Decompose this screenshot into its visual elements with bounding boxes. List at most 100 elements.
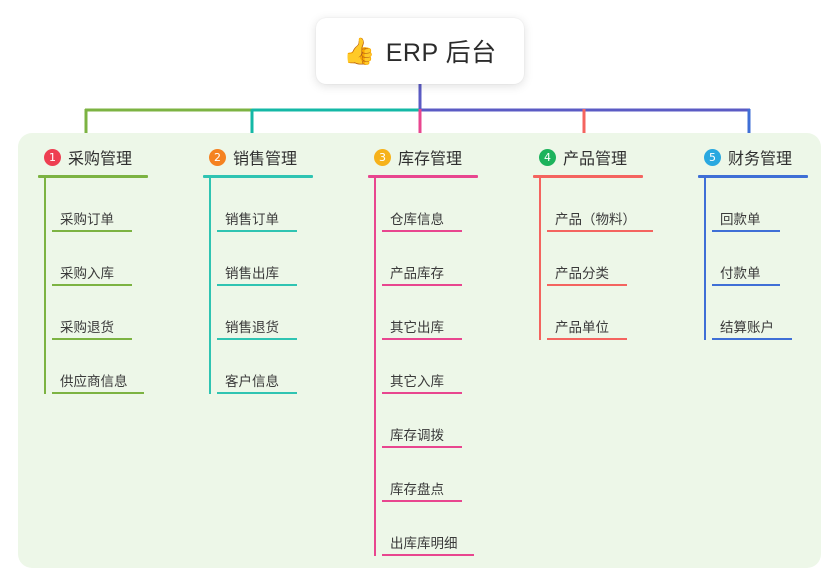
- module-item-rule: [547, 338, 627, 340]
- module-items: 仓库信息产品库存其它出库其它入库库存调拨库存盘点出库库明细: [368, 178, 520, 556]
- module-item[interactable]: 销售出库: [217, 232, 355, 286]
- module-spine: [704, 178, 706, 340]
- module-item[interactable]: 仓库信息: [382, 178, 520, 232]
- modules-panel: [18, 133, 821, 568]
- module-item-rule: [382, 446, 462, 448]
- module-item-rule: [217, 392, 297, 394]
- module-title: 销售管理: [233, 151, 298, 168]
- module-item[interactable]: 采购退货: [52, 286, 190, 340]
- module-item[interactable]: 其它入库: [382, 340, 520, 394]
- module-title: 产品管理: [563, 151, 628, 168]
- module-number-badge: 5: [704, 148, 721, 166]
- module-item-label: 销售出库: [225, 266, 279, 281]
- module-item-rule: [382, 392, 462, 394]
- module-items: 销售订单销售出库销售退货客户信息: [203, 178, 355, 394]
- module-item-label: 出库库明细: [390, 536, 458, 551]
- module-header-5[interactable]: 5 财务管理: [698, 145, 838, 169]
- module-spine: [539, 178, 541, 340]
- module-number-badge: 2: [209, 148, 226, 166]
- module-item[interactable]: 库存盘点: [382, 448, 520, 502]
- module-item[interactable]: 结算账户: [712, 286, 838, 340]
- module-header-2[interactable]: 2 销售管理: [203, 145, 355, 169]
- module-item-rule: [382, 500, 462, 502]
- module-item[interactable]: 产品库存: [382, 232, 520, 286]
- module-column-2: 2 销售管理销售订单销售出库销售退货客户信息: [203, 145, 355, 394]
- module-item[interactable]: 采购订单: [52, 178, 190, 232]
- module-item-rule: [382, 230, 462, 232]
- module-item-label: 销售订单: [225, 212, 279, 227]
- module-item[interactable]: 回款单: [712, 178, 838, 232]
- module-items: 产品（物料） 产品分类产品单位: [533, 178, 685, 340]
- module-item[interactable]: 客户信息: [217, 340, 355, 394]
- module-item-label: 结算账户: [720, 320, 774, 335]
- module-item[interactable]: 采购入库: [52, 232, 190, 286]
- module-header-rule: [203, 175, 313, 178]
- thumbs-up-icon: 👍: [343, 36, 376, 66]
- module-item-label: 其它入库: [390, 374, 444, 389]
- module-item-rule: [217, 338, 297, 340]
- module-item-label: 仓库信息: [390, 212, 444, 227]
- root-label: ERP 后台: [385, 39, 497, 67]
- module-item-label: 回款单: [720, 212, 761, 227]
- module-item[interactable]: 库存调拨: [382, 394, 520, 448]
- module-item-rule: [52, 392, 144, 394]
- module-item-rule: [217, 284, 297, 286]
- module-item-label: 采购退货: [60, 320, 114, 335]
- module-column-4: 4 产品管理产品（物料） 产品分类产品单位: [533, 145, 685, 340]
- module-item-rule: [382, 338, 462, 340]
- root-node[interactable]: 👍 ERP 后台: [316, 18, 524, 84]
- module-item-label: 产品库存: [390, 266, 444, 281]
- module-item-label: 销售退货: [225, 320, 279, 335]
- module-header-4[interactable]: 4 产品管理: [533, 145, 685, 169]
- module-spine: [44, 178, 46, 394]
- module-item[interactable]: 产品（物料）: [547, 178, 685, 232]
- module-header-1[interactable]: 1 采购管理: [38, 145, 190, 169]
- module-item[interactable]: 供应商信息: [52, 340, 190, 394]
- module-item-rule: [52, 230, 132, 232]
- module-item[interactable]: 销售订单: [217, 178, 355, 232]
- module-items: 采购订单采购入库采购退货供应商信息: [38, 178, 190, 394]
- module-title: 财务管理: [728, 151, 793, 168]
- module-item-label: 客户信息: [225, 374, 279, 389]
- module-item-rule: [217, 230, 297, 232]
- module-item-label: 库存盘点: [390, 482, 444, 497]
- module-item-label: 产品单位: [555, 320, 609, 335]
- module-item-rule: [547, 284, 627, 286]
- module-item-label: 产品（物料）: [555, 212, 636, 227]
- module-item-label: 其它出库: [390, 320, 444, 335]
- module-item[interactable]: 产品单位: [547, 286, 685, 340]
- module-number-badge: 4: [539, 148, 556, 166]
- module-item[interactable]: 出库库明细: [382, 502, 520, 556]
- module-item-rule: [712, 284, 780, 286]
- module-title: 采购管理: [68, 151, 133, 168]
- module-item-rule: [547, 230, 653, 232]
- module-item[interactable]: 产品分类: [547, 232, 685, 286]
- module-item-rule: [712, 338, 792, 340]
- module-item[interactable]: 付款单: [712, 232, 838, 286]
- module-header-rule: [38, 175, 148, 178]
- module-number-badge: 1: [44, 148, 61, 166]
- module-item-label: 采购订单: [60, 212, 114, 227]
- module-item-rule: [382, 284, 462, 286]
- module-header-rule: [368, 175, 478, 178]
- module-item-rule: [52, 284, 132, 286]
- module-item-label: 供应商信息: [60, 374, 128, 389]
- module-column-1: 1 采购管理采购订单采购入库采购退货供应商信息: [38, 145, 190, 394]
- module-item-rule: [52, 338, 132, 340]
- module-items: 回款单付款单结算账户: [698, 178, 838, 340]
- module-item[interactable]: 销售退货: [217, 286, 355, 340]
- module-item-label: 库存调拨: [390, 428, 444, 443]
- module-header-rule: [698, 175, 808, 178]
- module-item-label: 产品分类: [555, 266, 609, 281]
- module-header-rule: [533, 175, 643, 178]
- module-number-badge: 3: [374, 148, 391, 166]
- module-column-5: 5 财务管理回款单付款单结算账户: [698, 145, 838, 340]
- module-item[interactable]: 其它出库: [382, 286, 520, 340]
- module-spine: [209, 178, 211, 394]
- module-item-rule: [382, 554, 474, 556]
- module-item-label: 付款单: [720, 266, 761, 281]
- module-spine: [374, 178, 376, 556]
